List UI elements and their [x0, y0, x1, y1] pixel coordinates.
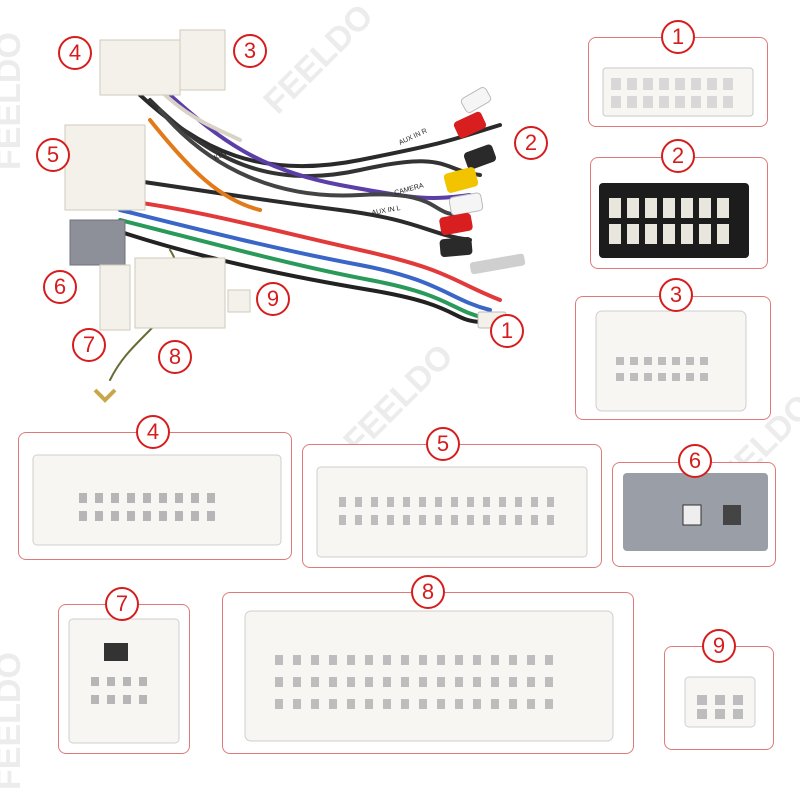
panel-number-9: 9 [702, 629, 736, 663]
connector-1-image [602, 67, 754, 117]
panel-number-7: 7 [105, 587, 139, 621]
wire-harness-photo: KEY AUX IN R CAMERA AUX IN L [64, 29, 526, 403]
harness-label-8: 8 [158, 340, 192, 374]
connector-5-image [316, 466, 588, 558]
harness-label-2: 2 [514, 126, 548, 160]
harness-label-7: 7 [72, 328, 106, 362]
connector-3-image [595, 310, 747, 412]
panel-number-3: 3 [659, 278, 693, 312]
connector-7-image [68, 618, 180, 744]
wire-tag: AUX IN L [371, 205, 401, 217]
harness-label-5: 5 [36, 138, 70, 172]
connector-panel-6 [612, 462, 776, 567]
connector-panel-2 [590, 157, 768, 269]
connector-2-image [599, 183, 749, 258]
watermark: FEELDO [0, 652, 28, 790]
connector-panel-4 [18, 432, 292, 560]
wire-tag: AUX IN R [398, 128, 428, 147]
connector-panel-8 [222, 592, 634, 754]
wire-tag: KEY [213, 150, 229, 161]
harness-label-6: 6 [43, 270, 77, 304]
connector-panel-3 [575, 296, 771, 420]
connector-4-image [32, 454, 282, 546]
harness-label-9: 9 [256, 282, 290, 316]
panel-number-1: 1 [661, 20, 695, 54]
connector-panel-9 [664, 646, 774, 750]
panel-number-6: 6 [678, 444, 712, 478]
harness-label-1: 1 [490, 314, 524, 348]
panel-number-5: 5 [426, 427, 460, 461]
connector-panel-7 [58, 604, 190, 754]
connector-8-image [244, 610, 614, 742]
harness-label-3: 3 [233, 34, 267, 68]
connector-panel-5 [302, 444, 602, 568]
panel-number-8: 8 [411, 575, 445, 609]
panel-number-2: 2 [661, 139, 695, 173]
connector-9-image [684, 676, 756, 728]
panel-number-4: 4 [136, 415, 170, 449]
connector-6-image [623, 473, 768, 551]
harness-label-4: 4 [58, 36, 92, 70]
